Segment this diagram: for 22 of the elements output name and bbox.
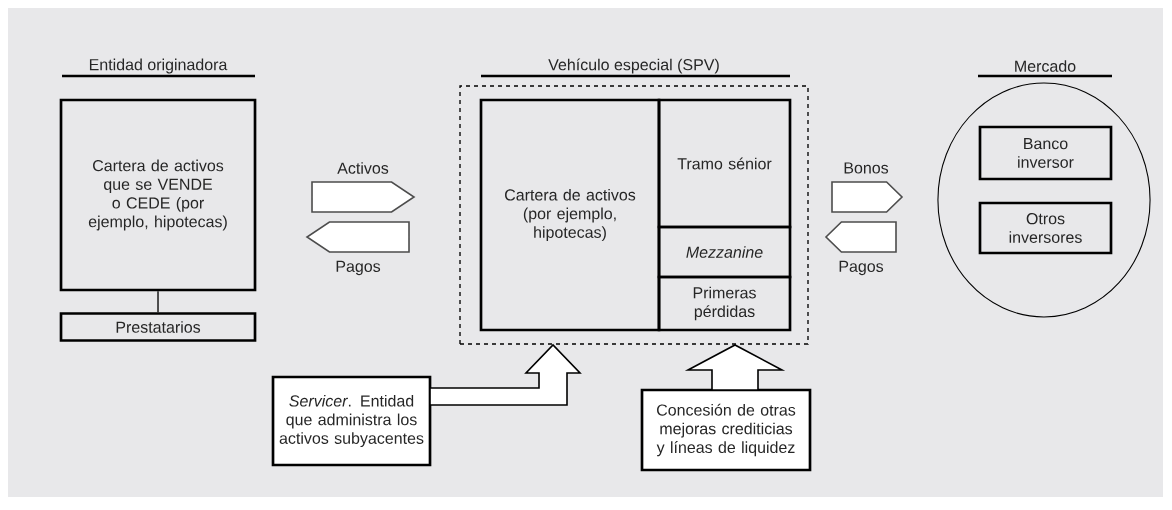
connector-line	[157, 290, 159, 313]
text-box: Servicer. Entidad que administra los activos subyacentes	[271, 375, 432, 467]
text-box: Banco inversor	[978, 125, 1113, 181]
text-box: Prestatarios	[59, 312, 257, 342]
tranche-box: Cartera de activos (por ejemplo, hipotecas)	[479, 98, 661, 332]
chevron-arrow	[311, 181, 416, 213]
edge-label: Pagos	[839, 260, 884, 276]
underlined-heading: Mercado	[978, 60, 1112, 78]
edge-label: Activos	[337, 162, 389, 174]
edge-label: Bonos	[844, 162, 889, 174]
tranche-box: Tramo sénior	[657, 98, 792, 229]
underlined-heading: Entidad originadora	[62, 58, 255, 78]
tranche-box: Mezzanine	[657, 225, 792, 279]
text-box: Concesión de otras mejoras crediticias y líneas de liquidez	[640, 388, 812, 472]
tranche-box: Primeras pérdidas	[657, 275, 792, 332]
block-arrow	[429, 343, 582, 406]
text-box: Cartera de activos que se VENDE o CEDE (por ejemplo, hipotecas)	[59, 98, 257, 292]
block-arrow	[684, 344, 786, 391]
edge-label: Pagos	[336, 260, 381, 276]
underlined-heading: Vehículo especial (SPV)	[481, 58, 790, 78]
text-box: Otros inversores	[978, 201, 1113, 255]
chevron-arrow	[831, 181, 904, 213]
